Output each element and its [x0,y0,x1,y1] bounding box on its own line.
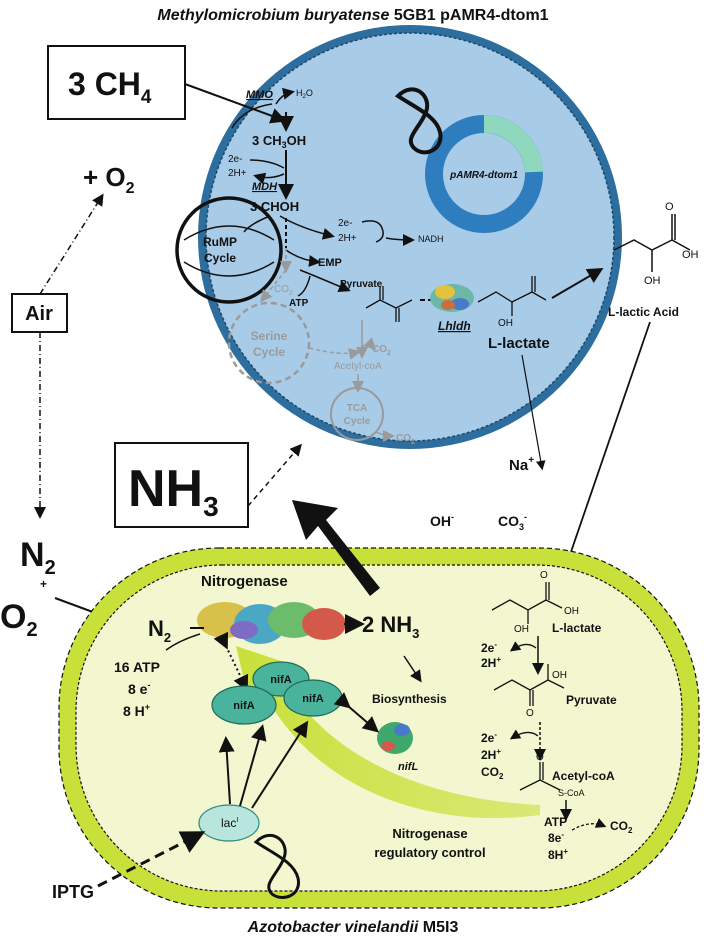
n2-input: N2 [20,536,56,579]
mdh-label: MDH [252,181,278,193]
nitrogenase-label: Nitrogenase [201,573,288,590]
nh3-out-label: 2 NH3 [362,612,419,641]
az-lactate-oh: OH [564,606,579,617]
svg-text:Cycle: Cycle [344,416,371,427]
protons-left: 2H+ [228,168,247,179]
az-pyruvate-o: O [526,708,534,719]
o2-bottom: O2 [0,598,38,641]
az-co2c: CO2 [610,819,633,835]
lacI-protein [198,804,260,842]
lactate-structure-bottom [491,582,563,624]
lactate-structure-top [477,276,547,316]
iptg-label: IPTG [52,882,94,902]
pyruvate-structure-bottom [493,664,565,706]
lactate-oh-top: OH [498,318,513,329]
az-h2b: 2H+ [481,747,501,762]
lactic-acid-oh2: OH [644,275,661,287]
electrons-left: 2e- [228,154,242,165]
co2-grey: CO2 [274,284,293,297]
protons-right: 2H+ [338,233,357,244]
n2-in-label: N2 [148,616,171,645]
svg-text:Cycle: Cycle [204,251,236,265]
az-co2b: CO2 [481,765,504,781]
az-scoa: S-CoA [558,788,585,798]
nifA-3: nifA [302,693,323,705]
lacI-label: lacI [221,816,238,830]
nifA-cluster: nifA nifA nifA [211,661,343,725]
az-e2b: 2e- [481,730,497,745]
methanol-label: 3 CH3OH [252,133,306,150]
nh3-box: NH3 [114,442,249,528]
atp-label-top: ATP [289,298,309,309]
plasmid-ring: pAMR4-dtom1 [425,114,543,233]
az-e2: 2e- [481,640,497,655]
rump-cycle: RuMP Cycle [175,196,283,304]
bottom-title: Azotobacter vinelandii M5I3 [247,919,459,936]
az-pyruvate-oh: OH [552,670,567,681]
co2-acetyl: CO2 [372,344,391,357]
serine-cycle: Serine Cycle [227,301,311,385]
dna-icon-top [394,87,443,155]
air-box [11,293,68,333]
emp-label: EMP [318,257,342,269]
plus-sign: + [40,577,47,591]
biosynthesis-label: Biosynthesis [372,692,447,706]
az-atp: ATP [544,815,567,829]
regulatory-line1: Nitrogenase [392,826,467,841]
ch4-box: 3 CH4 [47,45,186,120]
svg-text:TCA: TCA [347,403,368,414]
az-pyruvate-label: Pyruvate [566,693,617,707]
pyruvate-structure [365,286,413,322]
az-h8: 8H+ [548,847,568,862]
lactic-acid-structure [613,214,691,272]
lhldh-label: Lhldh [438,319,471,333]
az-acetyl-o: O [536,752,544,763]
nh3-export-arrow [292,500,380,596]
lactate-label-top: L-lactate [488,335,550,352]
tca-cycle: TCA Cycle [330,387,384,441]
atp16-label: 16 ATP [114,659,160,675]
dna-icon-bottom [253,834,300,899]
o2-input: + O2 [83,162,135,197]
protons8-label: 8 H+ [123,702,150,719]
nifL-enzyme-icon [377,722,413,754]
pyruvate-label-top: Pyruvate [340,279,383,290]
hydroxide-label: OH- [430,512,454,529]
co2-tca: CO2 [396,433,415,446]
air-label: Air [25,303,53,325]
az-acetyl-label: Acetyl-coA [552,769,615,783]
h2o-label: H2O [296,88,313,100]
plasmid-label: pAMR4-dtom1 [449,170,518,181]
nadh-label: NADH [418,234,444,244]
electrons-right: 2e- [338,218,352,229]
svg-text:NH3: NH3 [128,460,219,522]
az-e8: 8e- [548,830,564,845]
acetylcoa-structure-bottom [519,762,561,791]
lactic-acid-o: O [665,201,674,213]
regulatory-line2: regulatory control [374,845,485,860]
nitrogenase-enzyme-icon [197,602,346,644]
svg-text:RuMP: RuMP [203,235,237,249]
electrons8-label: 8 e- [128,680,150,697]
az-h2: 2H+ [481,655,501,670]
na-label: Na+ [509,455,534,474]
mmo-label: MMO [246,89,273,101]
nifA-2: nifA [233,700,254,712]
lactic-acid-label: L-lactic Acid [608,305,679,319]
top-title: Methylomicrobium buryatense 5GB1 pAMR4-d… [157,7,548,24]
lhldh-enzyme-icon [430,284,474,312]
az-lactate-oh2: OH [514,624,529,635]
nifA-1: nifA [270,674,291,686]
az-lactate-label: L-lactate [552,621,602,635]
acetyl-grey: Acetyl-coA [334,361,382,372]
nifL-label: nifL [398,761,418,773]
lactic-acid-oh1: OH [682,249,699,261]
svg-text:Serine: Serine [251,329,288,343]
svg-text:Cycle: Cycle [253,345,285,359]
svg-text:3 CH4: 3 CH4 [68,66,152,108]
az-lactate-o: O [540,570,548,581]
carbonate-label: CO3- [498,512,527,532]
